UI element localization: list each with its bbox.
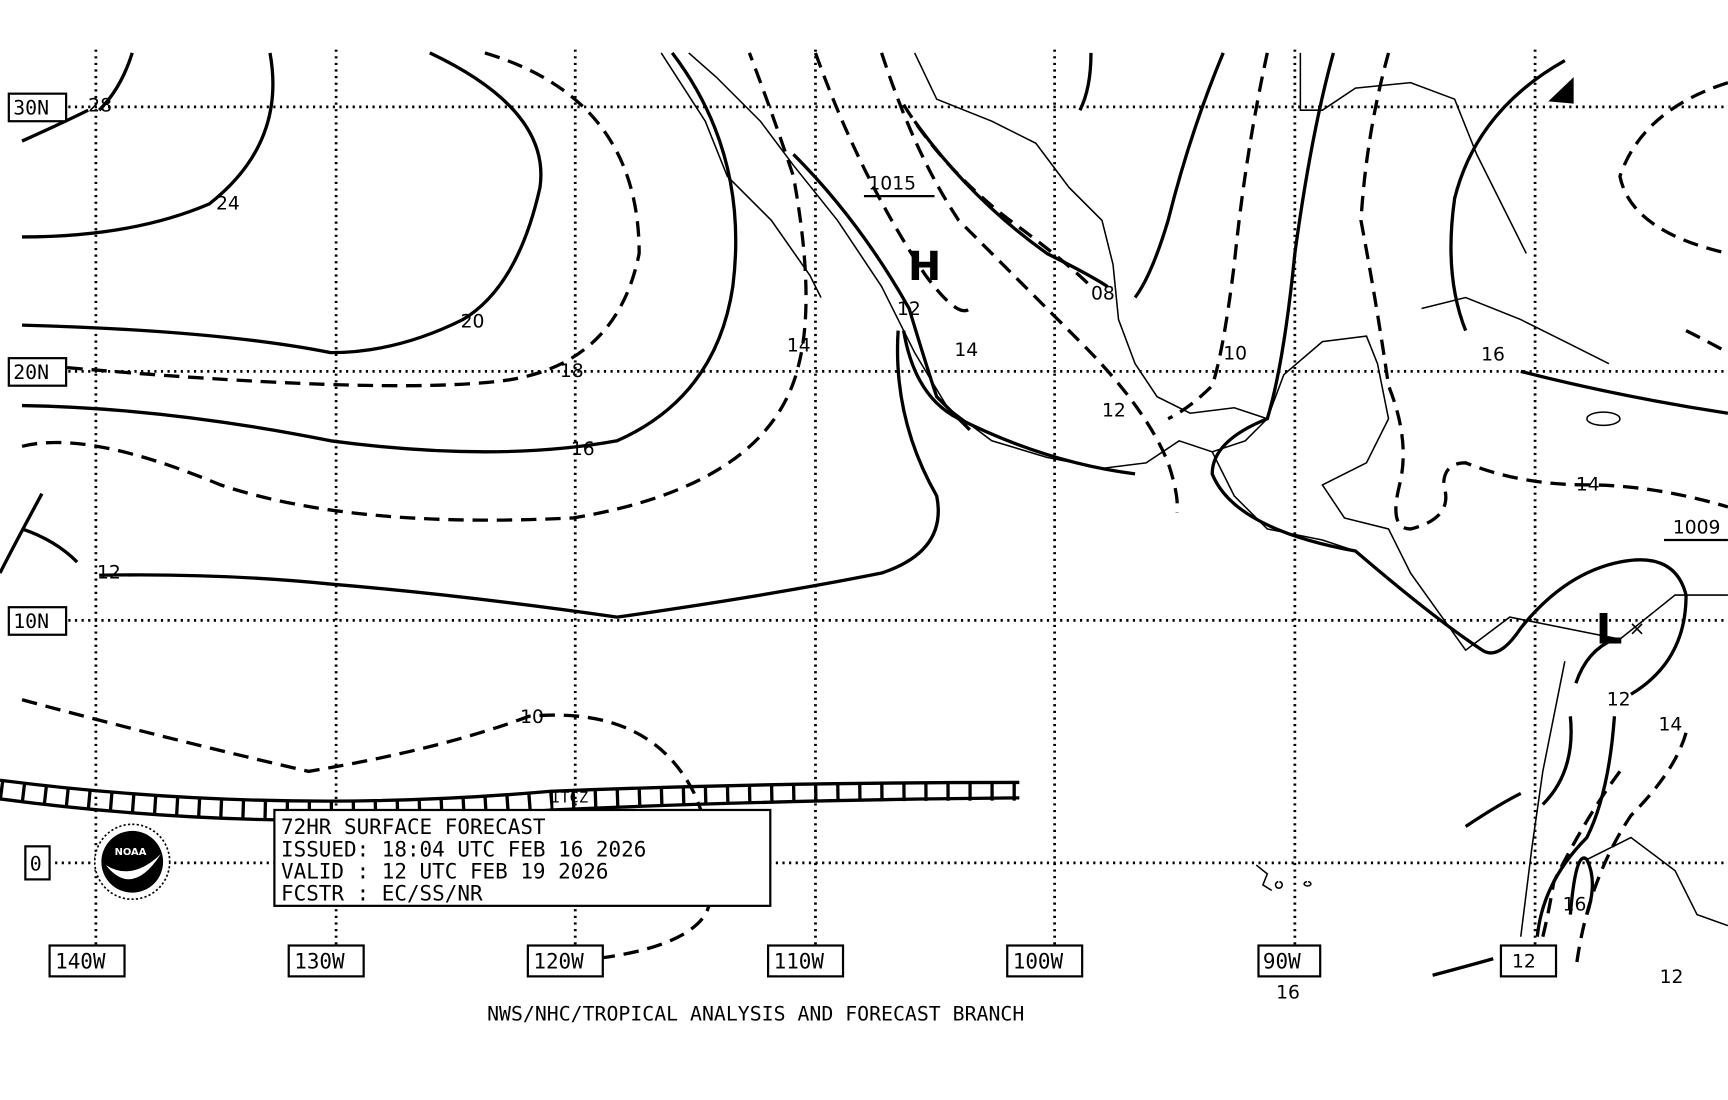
isobar-label: 16	[1276, 982, 1300, 1003]
isobar-label: 16	[1481, 344, 1505, 365]
valid-time: VALID : 12 UTC FEB 19 2026	[281, 859, 609, 883]
issued-time: ISSUED: 18:04 UTC FEB 16 2026	[281, 837, 646, 861]
lon-label: 110W	[774, 950, 825, 974]
longitude-labels: 140W 130W 120W 110W 100W 90W 12	[48, 944, 1558, 978]
lat-label: 10N	[13, 610, 49, 633]
isobars	[0, 51, 1728, 977]
isobar-label: 16	[1563, 894, 1587, 915]
isobar-label: 14	[1659, 715, 1683, 736]
isobar-label: 12	[1102, 401, 1126, 422]
isobar-label: 12	[1512, 952, 1536, 973]
isobar-label: 14	[787, 336, 811, 357]
isobar-label: 12	[97, 563, 121, 584]
isobar-label: 08	[1091, 284, 1115, 305]
lon-label: 130W	[294, 950, 345, 974]
lat-label: 20N	[13, 361, 49, 384]
isobar-label: 24	[216, 193, 240, 214]
high-pressure-value: 1015	[868, 174, 916, 195]
lon-label: 140W	[55, 950, 106, 974]
high-pressure-symbol: H	[908, 244, 941, 290]
lon-label: 90W	[1263, 950, 1301, 974]
forecast-title: 72HR SURFACE FORECAST	[281, 815, 546, 839]
isobar-label: 20	[461, 311, 485, 332]
isobar-label: 12	[1607, 689, 1631, 710]
isobar-label: 16	[571, 439, 595, 460]
itcz-label: ITCZ	[551, 788, 588, 806]
footer-credit: NWS/NHC/TROPICAL ANALYSIS AND FORECAST B…	[487, 1002, 1024, 1025]
isobar-label: 10	[520, 707, 544, 728]
isobar-label: 12	[1660, 967, 1684, 988]
noaa-logo-text: NOAA	[115, 847, 147, 858]
lon-label: 100W	[1013, 950, 1064, 974]
isobar-label: 14	[1576, 474, 1600, 495]
isobar-label: 28	[88, 95, 112, 116]
lon-label: 120W	[533, 950, 584, 974]
forecast-info-box: 72HR SURFACE FORECAST ISSUED: 18:04 UTC …	[273, 808, 772, 907]
isobar-label: 12	[897, 299, 921, 320]
latitude-labels: 30N 20N 10N 0	[7, 92, 68, 881]
front-triangle-icon	[1548, 77, 1574, 104]
isobar-labels: 28 24 20 18 16 12 10 14 12 14 08 10 12 1…	[88, 95, 1683, 1003]
lat-label: 0	[30, 853, 42, 876]
forecaster: FCSTR : EC/SS/NR	[281, 881, 483, 905]
low-pressure-value: 1009	[1673, 517, 1721, 538]
low-pressure-symbol: L	[1596, 605, 1623, 654]
noaa-logo: NOAA	[93, 823, 171, 901]
isobar-label: 10	[1223, 343, 1247, 364]
coastlines	[660, 52, 1728, 937]
isobar-label: 14	[954, 340, 978, 361]
isobar-label: 18	[560, 361, 584, 382]
low-center-x-icon: ×	[1629, 617, 1646, 640]
lat-label: 30N	[13, 97, 49, 120]
